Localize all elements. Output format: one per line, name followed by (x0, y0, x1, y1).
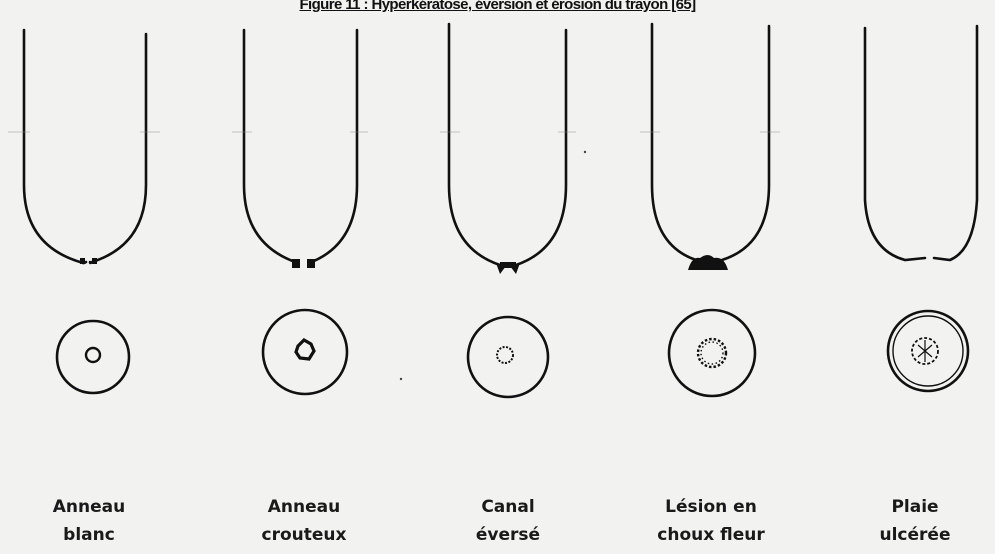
stage-label-line2: ulcérée (840, 521, 990, 549)
teat-section-canal-everse (468, 317, 548, 397)
stage-label-line1: Canal (433, 493, 583, 521)
teat-section-lesion-choux-fleur (669, 310, 755, 396)
stage-label-anneau-crouteux: Anneau crouteux (229, 493, 379, 549)
teat-section-anneau-blanc (57, 321, 129, 393)
teat-profile-anneau-crouteux (244, 30, 357, 268)
teat-profile-canal-everse (449, 24, 566, 274)
stage-label-line1: Plaie (840, 493, 990, 521)
stage-label-canal-everse: Canal éversé (433, 493, 583, 549)
stage-label-line1: Lésion en (636, 493, 786, 521)
stage-label-plaie-ulceree: Plaie ulcérée (840, 493, 990, 549)
stage-label-line2: blanc (14, 521, 164, 549)
stage-label-line1: Anneau (14, 493, 164, 521)
stage-label-line2: choux fleur (636, 521, 786, 549)
teat-section-anneau-crouteux (263, 310, 347, 394)
teat-section-plaie-ulceree (888, 311, 968, 391)
teat-profile-anneau-blanc (24, 30, 146, 264)
stage-label-line2: crouteux (229, 521, 379, 549)
stage-label-anneau-blanc: Anneau blanc (14, 493, 164, 549)
stage-label-line2: éversé (433, 521, 583, 549)
stage-label-line1: Anneau (229, 493, 379, 521)
stage-label-lesion-choux-fleur: Lésion en choux fleur (636, 493, 786, 549)
teat-profile-lesion-choux-fleur (652, 24, 769, 270)
teat-profile-plaie-ulceree (865, 26, 977, 260)
